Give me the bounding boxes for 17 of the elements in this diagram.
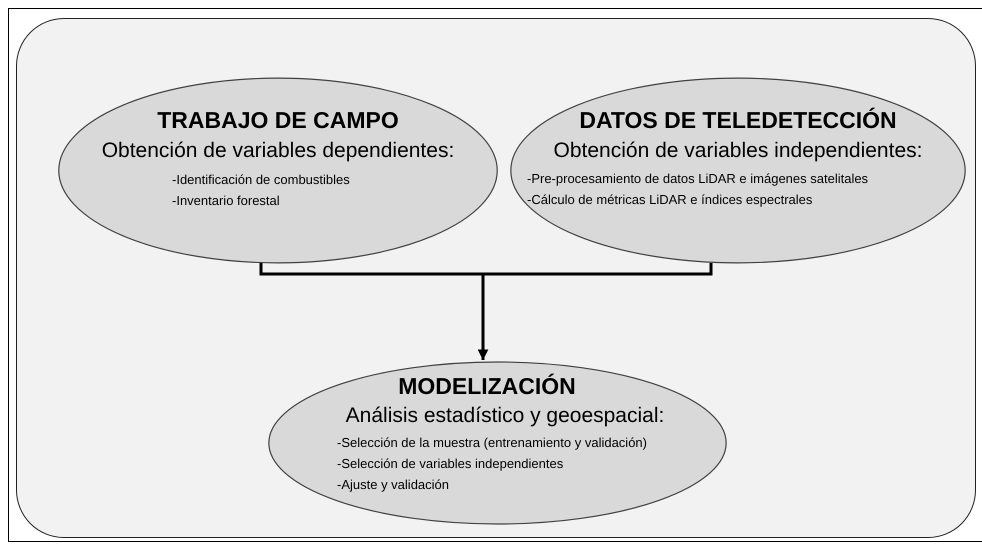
- node-title: DATOS DE TELEDETECCIÓN: [579, 109, 897, 132]
- process-ellipse: [57, 77, 499, 264]
- list-item: -Selección de la muestra (entrenamiento y validación): [337, 436, 647, 449]
- list-item: -Inventario forestal: [172, 194, 280, 207]
- list-item: -Ajuste y validación: [337, 478, 449, 491]
- list-item: -Cálculo de métricas LiDAR e índices espectrales: [527, 193, 812, 206]
- connector-arrow: [478, 263, 712, 360]
- list-item: -Pre-procesamiento de datos LiDAR e imágenes satelitales: [527, 172, 868, 185]
- list-item: -Identificación de combustibles: [172, 173, 350, 186]
- process-ellipse: [509, 77, 967, 264]
- node-subtitle: Análisis estadístico y geoespacial:: [346, 405, 664, 426]
- list-item: -Selección de variables independientes: [337, 457, 564, 470]
- node-subtitle: Obtención de variables dependientes:: [102, 140, 454, 161]
- node-title: TRABAJO DE CAMPO: [157, 109, 399, 132]
- node-title: MODELIZACIÓN: [398, 375, 576, 398]
- process-ellipse: [267, 361, 728, 525]
- node-subtitle: Obtención de variables independientes:: [554, 140, 922, 161]
